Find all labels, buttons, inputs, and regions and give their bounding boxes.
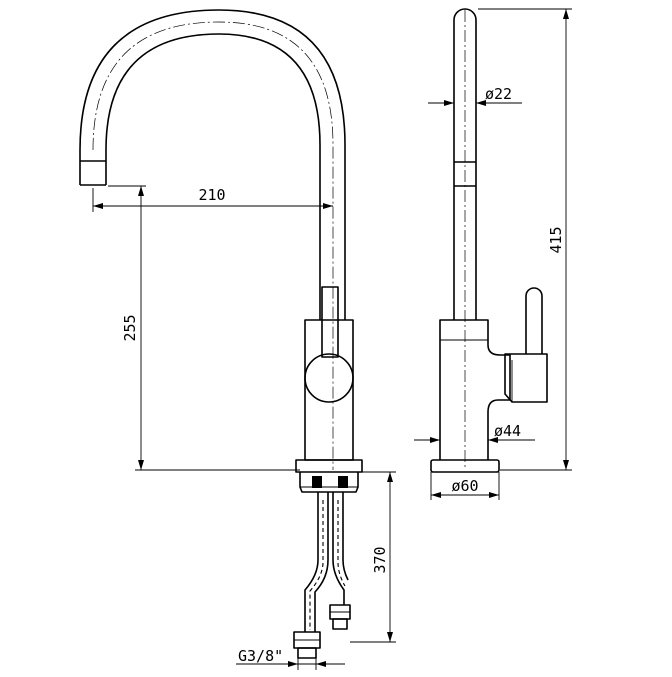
side-dimensions: ø22 415 ø44 ø60 — [414, 8, 572, 500]
spout-inner-line — [105, 33, 321, 320]
dim-body-dia-arrow-right — [488, 437, 498, 443]
dim-hose-arrow-bottom — [387, 632, 393, 642]
dim-spout-reach-label: 210 — [198, 186, 225, 204]
side-handle-stem — [525, 287, 543, 354]
dim-hose-length-label: 370 — [371, 546, 389, 573]
side-view — [430, 8, 548, 473]
dim-total-arrow-bottom — [563, 460, 569, 470]
handle-knob — [304, 353, 354, 403]
dim-thread-arrow-right — [316, 661, 326, 667]
supply-hose-right-inner — [342, 492, 349, 581]
mounting-block-left — [312, 476, 322, 488]
dim-spout-diameter-label: ø22 — [485, 85, 512, 103]
dim-body-diameter-label: ø44 — [494, 422, 521, 440]
supply-hose-right — [332, 492, 345, 605]
supply-hose-right-braid — [337, 500, 346, 587]
dim-base-dia-arrow-left — [431, 492, 441, 498]
dim-body-dia-arrow-left — [430, 437, 440, 443]
handle-lever — [321, 286, 339, 358]
supply-hose-left — [304, 492, 319, 632]
dim-spout-dia-arrow-left — [444, 100, 454, 106]
side-base — [430, 459, 500, 473]
front-view — [79, 9, 363, 659]
dim-height-arrow-bottom — [138, 460, 144, 470]
dim-thread-arrow-left — [288, 661, 298, 667]
supply-hose-left-braid — [309, 500, 324, 630]
mounting-block-right — [338, 476, 348, 488]
dim-base-dia-arrow-right — [489, 492, 499, 498]
dim-total-arrow-top — [563, 9, 569, 19]
dim-spout-dia-arrow-right — [476, 100, 486, 106]
faucet-base — [295, 459, 363, 473]
thread-size-label: G3/8" — [238, 647, 283, 665]
hose-fitting-right-nut — [332, 618, 348, 630]
dim-height-arrow-top — [138, 186, 144, 196]
faucet-body — [304, 319, 354, 461]
spout-outer-line — [79, 9, 346, 320]
dim-total-height-label: 415 — [547, 226, 565, 253]
side-handle-knob — [504, 353, 548, 403]
front-dimensions: 210 255 370 G3/8" — [92, 185, 396, 670]
mounting-nut — [299, 472, 359, 493]
dim-reach-arrow-left — [93, 203, 103, 209]
dim-base-diameter-label: ø60 — [451, 477, 478, 495]
dim-spout-height-label: 255 — [121, 314, 139, 341]
hose-fitting-left-nut — [297, 647, 317, 659]
dim-hose-arrow-top — [387, 472, 393, 482]
supply-hose-left-inner — [314, 492, 329, 632]
side-spout-tube — [453, 8, 477, 320]
dim-reach-arrow-right — [323, 203, 333, 209]
spout-centerline — [92, 21, 334, 470]
spout-outlet-end — [80, 160, 106, 186]
